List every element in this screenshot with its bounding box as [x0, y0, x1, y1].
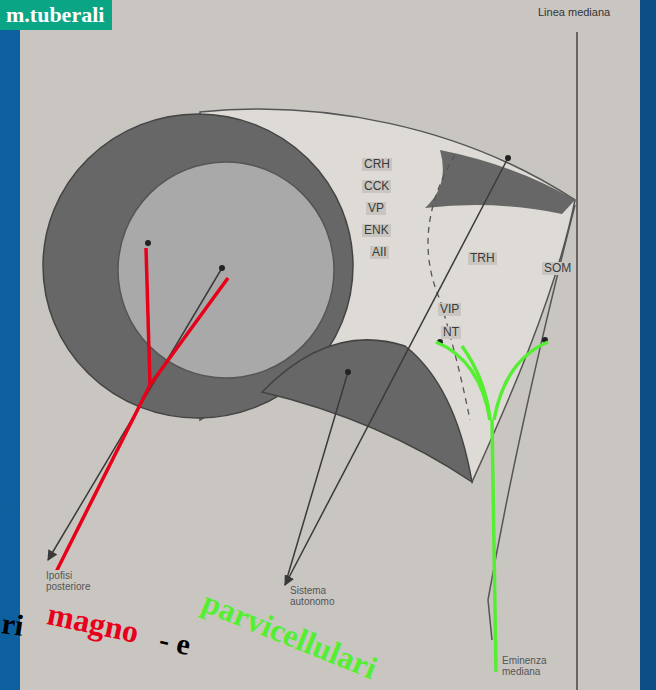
figure-label: VP	[366, 202, 386, 215]
figure-label: Ipofisi posteriore	[44, 570, 110, 592]
figure-label: NT	[441, 326, 461, 339]
figure-label: SOM	[542, 262, 573, 275]
figure-label: CCK	[362, 180, 391, 193]
caption-word: ri	[0, 606, 26, 642]
figure-label: VIP	[438, 303, 461, 316]
figure-label: Eminenza mediana	[500, 655, 566, 677]
figure-label: Linea mediana	[536, 6, 612, 18]
figure-label: Sistema autonomo	[288, 585, 354, 607]
figure-label: TRH	[468, 252, 497, 265]
title-banner: m.tuberali	[0, 0, 112, 30]
figure-label: CRH	[362, 158, 392, 171]
figure-label: AII	[370, 246, 389, 259]
figure-label: ENK	[362, 224, 391, 237]
